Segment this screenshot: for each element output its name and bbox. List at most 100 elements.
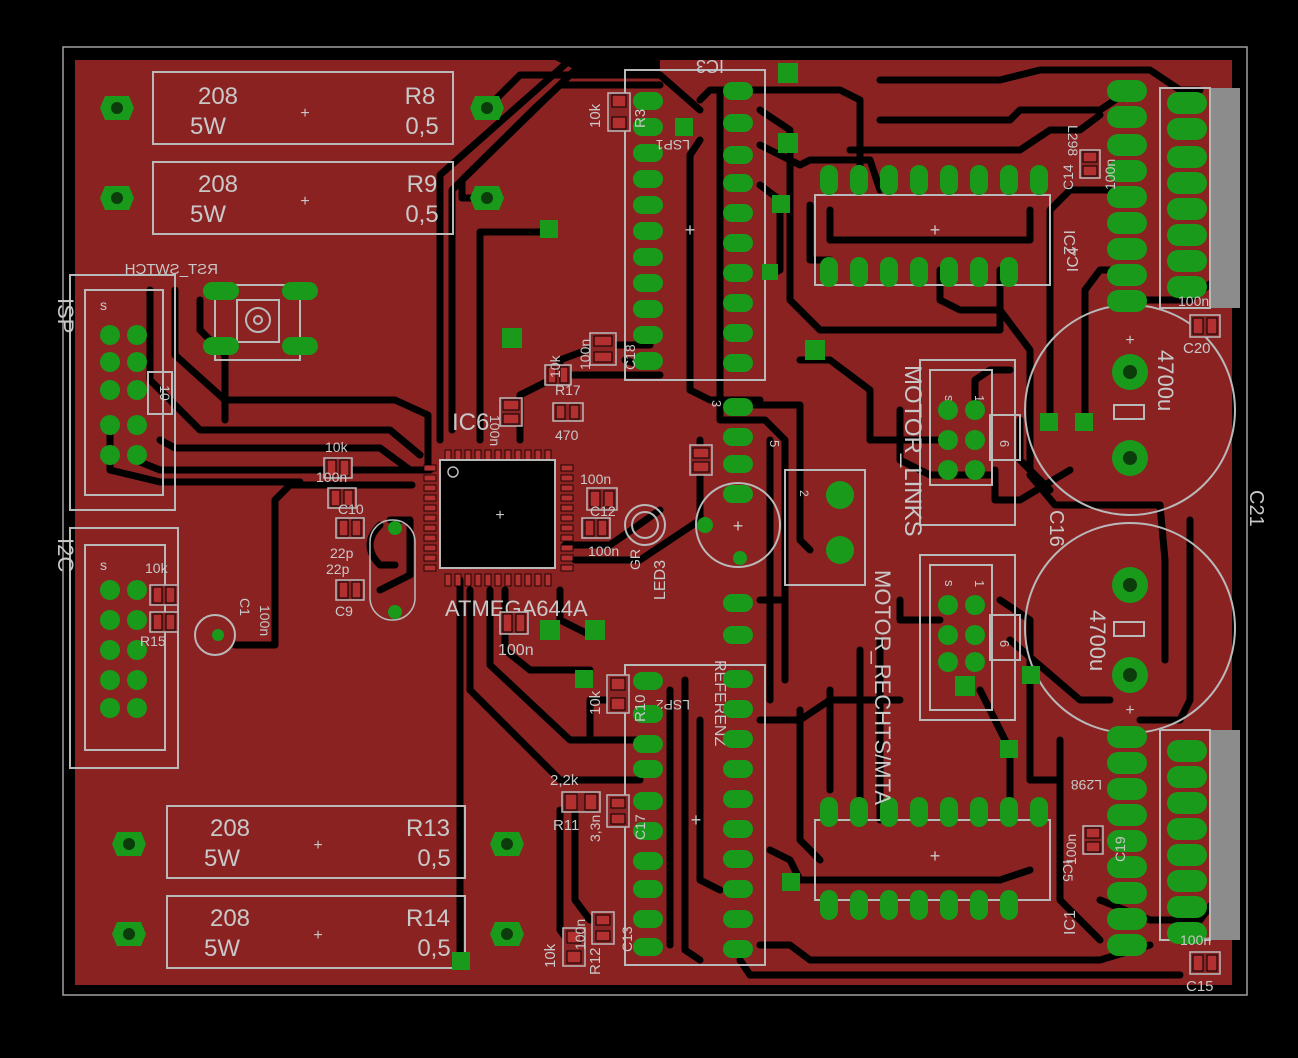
svg-text:MOTOR_RECHTS/MTA: MOTOR_RECHTS/MTA bbox=[870, 570, 895, 805]
ic5-pads-right bbox=[723, 455, 753, 958]
svg-text:C20: C20 bbox=[1183, 340, 1211, 357]
svg-text:4700u: 4700u bbox=[1153, 350, 1178, 411]
ic5-pads-left bbox=[633, 672, 663, 956]
svg-text:5W: 5W bbox=[190, 201, 226, 228]
i2c-pins bbox=[100, 580, 147, 718]
svg-text:ISP: ISP bbox=[53, 298, 78, 333]
svg-text:C9: C9 bbox=[335, 603, 353, 619]
svg-text:R17: R17 bbox=[555, 382, 581, 398]
power-resistor-r14: 208 5W R14 0,5 + bbox=[166, 895, 466, 969]
svg-text:R13: R13 bbox=[406, 815, 450, 842]
svg-text:R3: R3 bbox=[632, 109, 649, 128]
svg-text:10k: 10k bbox=[542, 943, 559, 968]
svg-text:IC4: IC4 bbox=[1065, 247, 1082, 272]
svg-text:IC1: IC1 bbox=[1062, 910, 1079, 935]
svg-text:IC2: IC2 bbox=[1060, 230, 1077, 255]
svg-text:C16: C16 bbox=[1045, 510, 1067, 547]
svg-text:LSP2: LSP2 bbox=[656, 697, 690, 713]
svg-text:IC3: IC3 bbox=[696, 56, 724, 76]
motor-rechts-connector: s 1 6 MOTOR_RECHTS/MTA bbox=[870, 554, 1021, 805]
svg-text:IC6: IC6 bbox=[452, 409, 489, 436]
svg-text:+: + bbox=[1125, 332, 1134, 349]
power-resistor-r8: 208 5W R8 0,5 + bbox=[152, 71, 454, 145]
svg-text:100n: 100n bbox=[572, 919, 588, 950]
svg-text:1: 1 bbox=[972, 580, 987, 587]
svg-text:R11: R11 bbox=[553, 817, 579, 834]
ic1-l298-bottom: + IC5 IC1 L298 bbox=[814, 777, 1102, 935]
svg-text:100n: 100n bbox=[257, 605, 273, 636]
svg-text:22p: 22p bbox=[330, 545, 354, 561]
svg-text:L298: L298 bbox=[1071, 777, 1102, 793]
svg-text:100n: 100n bbox=[588, 543, 619, 559]
svg-text:0,5: 0,5 bbox=[417, 845, 450, 872]
svg-text:MOTOR_LINKS: MOTOR_LINKS bbox=[899, 365, 926, 537]
vias bbox=[452, 63, 1093, 970]
isp-connector: ISP s 10 bbox=[53, 274, 176, 511]
svg-text:10k: 10k bbox=[547, 354, 563, 378]
svg-text:2,2k: 2,2k bbox=[550, 772, 579, 789]
svg-text:470: 470 bbox=[555, 427, 579, 443]
svg-text:208: 208 bbox=[210, 905, 250, 932]
svg-text:+: + bbox=[1125, 702, 1134, 719]
svg-text:C19: C19 bbox=[1112, 836, 1128, 862]
crystal bbox=[369, 519, 416, 621]
svg-text:C10: C10 bbox=[338, 501, 364, 517]
svg-text:+: + bbox=[300, 105, 309, 122]
svg-text:C21: C21 bbox=[1245, 490, 1267, 527]
svg-text:5: 5 bbox=[767, 440, 782, 447]
svg-text:RST_SWTCH: RST_SWTCH bbox=[125, 261, 218, 278]
reset-switch: RST_SWTCH bbox=[125, 261, 318, 361]
power-resistor-r9: 208 5W R9 0,5 + bbox=[152, 161, 454, 235]
svg-text:100n: 100n bbox=[316, 469, 347, 485]
header-top-right: J2 bbox=[1107, 80, 1240, 312]
svg-text:+: + bbox=[495, 507, 504, 524]
svg-text:6: 6 bbox=[997, 440, 1012, 447]
svg-text:10: 10 bbox=[157, 385, 173, 401]
svg-text:3: 3 bbox=[709, 400, 724, 407]
svg-text:R10: R10 bbox=[632, 694, 649, 722]
header-bottom-pads bbox=[1107, 726, 1207, 956]
svg-text:s: s bbox=[100, 297, 107, 313]
svg-text:+: + bbox=[313, 837, 322, 854]
svg-text:C14: C14 bbox=[1060, 164, 1076, 190]
svg-text:100n: 100n bbox=[577, 339, 593, 370]
ic3-pads-right bbox=[723, 82, 753, 446]
svg-text:s: s bbox=[942, 395, 957, 402]
small-electrolytics: + bbox=[194, 482, 781, 656]
svg-text:C13: C13 bbox=[619, 926, 635, 952]
svg-text:100n: 100n bbox=[1178, 293, 1209, 309]
svg-text:6: 6 bbox=[997, 640, 1012, 647]
svg-text:+: + bbox=[685, 220, 696, 240]
svg-text:s: s bbox=[942, 580, 957, 587]
power-resistor-pads bbox=[100, 96, 524, 946]
isp-pins bbox=[100, 325, 147, 465]
svg-text:R8: R8 bbox=[405, 83, 436, 110]
svg-text:100n: 100n bbox=[487, 415, 503, 446]
i2c-connector: I2C s bbox=[53, 527, 179, 769]
svg-text:5W: 5W bbox=[190, 113, 226, 140]
led3: LED3 GR bbox=[624, 504, 669, 600]
svg-text:+: + bbox=[733, 516, 744, 536]
svg-text:GR: GR bbox=[627, 549, 643, 570]
svg-text:R15: R15 bbox=[140, 633, 166, 649]
board-outline bbox=[62, 46, 1248, 996]
svg-text:100n: 100n bbox=[1102, 159, 1118, 190]
svg-text:208: 208 bbox=[210, 815, 250, 842]
svg-text:C12: C12 bbox=[590, 503, 616, 519]
svg-text:R14: R14 bbox=[406, 905, 450, 932]
svg-text:208: 208 bbox=[198, 83, 238, 110]
svg-text:5W: 5W bbox=[204, 935, 240, 962]
led-pads bbox=[212, 488, 747, 641]
svg-text:10k: 10k bbox=[587, 690, 604, 715]
svg-text:3,3n: 3,3n bbox=[587, 815, 603, 842]
svg-text:+: + bbox=[300, 193, 309, 210]
svg-text:LED3: LED3 bbox=[652, 560, 669, 600]
svg-text:1: 1 bbox=[972, 395, 987, 402]
svg-text:C15: C15 bbox=[1186, 978, 1214, 995]
ic5-dip: + LSP2 REFERENZ bbox=[624, 455, 766, 966]
svg-text:R12: R12 bbox=[587, 947, 604, 975]
ic2-pads bbox=[820, 165, 1048, 287]
ic3-dip: IC3 + LSP1 bbox=[624, 56, 766, 446]
svg-text:4700u: 4700u bbox=[1085, 610, 1110, 671]
